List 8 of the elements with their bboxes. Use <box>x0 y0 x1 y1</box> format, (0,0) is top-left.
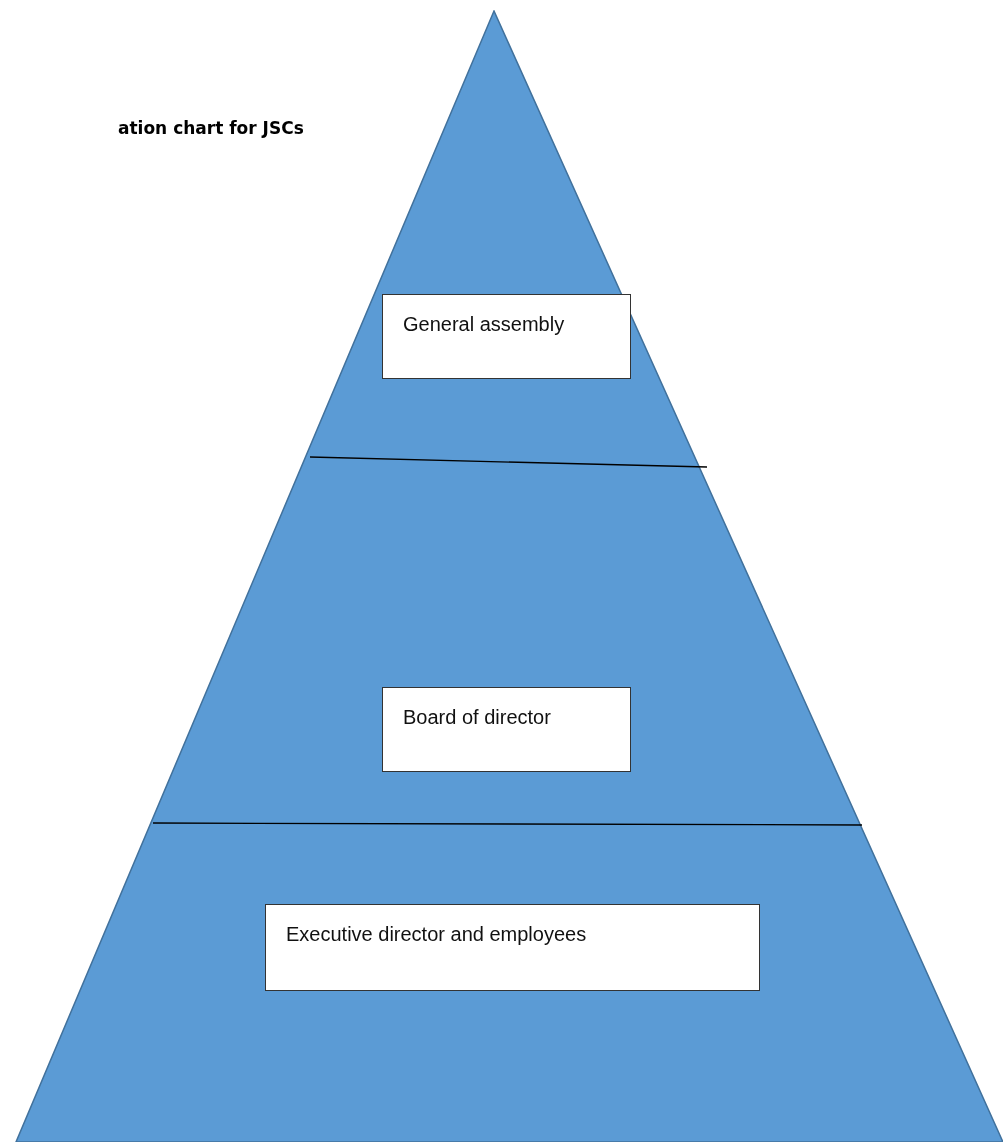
level-box <box>382 687 631 772</box>
level-box <box>265 904 760 991</box>
level-label: Board of director <box>403 706 551 729</box>
level-label: Executive director and employees <box>286 923 587 946</box>
pyramid <box>15 10 1003 1142</box>
level-label: General assembly <box>403 313 565 336</box>
chart-title: ation chart for JSCs <box>118 118 304 138</box>
level-box <box>382 294 631 379</box>
